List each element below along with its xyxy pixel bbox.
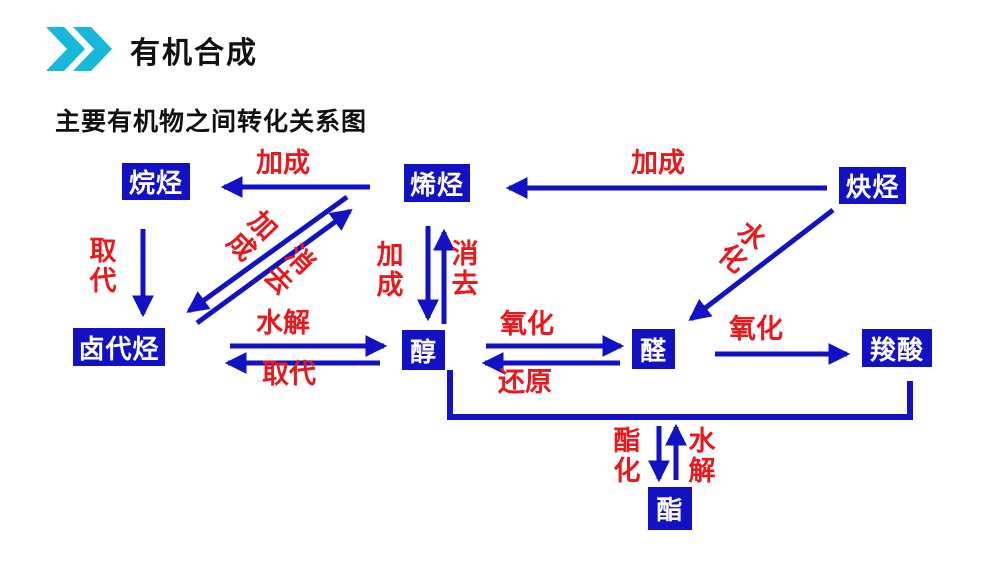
label-hydration-alkyne-aldehyde: 水化 <box>712 215 772 279</box>
node-alkene: 烯烃 <box>404 164 470 202</box>
label-esterification: 酯化 <box>613 426 641 487</box>
label-hydrolysis-haloalkane-alcohol: 水解 <box>256 308 310 338</box>
label-substitution-alcohol-haloalkane: 取代 <box>262 359 316 389</box>
node-ester: 酯 <box>648 487 692 530</box>
label-oxidation-aldehyde-acid: 氧化 <box>729 314 783 344</box>
node-haloalkane: 卤代烃 <box>73 328 165 366</box>
label-addition-alkene-alcohol: 加成 <box>376 240 404 301</box>
node-alkane: 烷烃 <box>122 163 190 200</box>
node-alcohol: 醇 <box>402 330 445 370</box>
node-aldehyde: 醛 <box>632 329 675 369</box>
label-addition-alkyne-alkene: 加成 <box>631 148 685 178</box>
label-elimination-haloalkane-alkene: 消去 <box>258 239 321 301</box>
label-oxidation-alcohol-aldehyde: 氧化 <box>500 309 554 339</box>
page-title: 有机合成 <box>130 37 258 70</box>
diagram-caption: 主要有机物之间转化关系图 <box>55 108 368 136</box>
label-addition-alkene-alkane: 加成 <box>256 148 310 178</box>
double-chevron-icon <box>46 27 112 71</box>
node-alkyne: 炔烃 <box>839 167 906 204</box>
label-reduction-aldehyde-alcohol: 还原 <box>498 367 552 397</box>
label-substitution-alkane-haloalkane: 取代 <box>89 236 117 297</box>
label-ester-hydrolysis: 水解 <box>688 426 716 487</box>
label-addition-alkene-haloalkane: 加成 <box>221 205 284 267</box>
label-elimination-alcohol-alkene: 消去 <box>451 239 479 300</box>
node-carboxylic-acid: 羧酸 <box>862 329 932 367</box>
